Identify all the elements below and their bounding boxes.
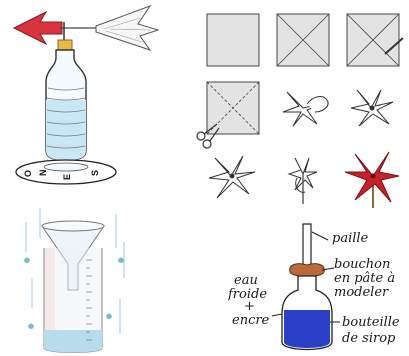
- compass-east: E: [62, 174, 72, 180]
- thermometer-illustration: paille bouchon en pâte à modeler eau fro…: [228, 218, 408, 356]
- step-6-folded: [351, 90, 393, 126]
- label-stopper-1: bouchon: [334, 257, 390, 272]
- weather-vane-illustration: O N E S: [0, 0, 160, 190]
- bottle-water: [46, 100, 86, 160]
- step-8-pinning: [289, 158, 317, 204]
- label-bottle-2: de sirop: [342, 331, 396, 346]
- label-bottle-1: bouteille: [342, 315, 400, 330]
- step-2-diagonals: [277, 14, 329, 66]
- pinwheel-steps-illustration: [195, 8, 405, 208]
- arrow-tail: [96, 6, 158, 50]
- step-5-folding-hand: [283, 92, 328, 126]
- step-9-red-pinwheel: [345, 152, 399, 208]
- step-4-cutting: [197, 82, 259, 148]
- bottle-cork: [58, 40, 72, 50]
- step-3-marking: [347, 14, 403, 66]
- thermometer-svg: paille bouchon en pâte à modeler eau fro…: [228, 218, 408, 356]
- compass-west: O: [23, 170, 33, 177]
- compass-south: S: [90, 170, 100, 176]
- arrow-head: [14, 12, 62, 44]
- step-1-square: [207, 14, 259, 66]
- label-stopper-2: en pâte à: [334, 271, 395, 286]
- compass-north: N: [38, 170, 48, 177]
- pinwheel-steps-svg: [195, 8, 405, 208]
- gauge-water: [44, 330, 102, 353]
- step-7-pinwheel-outline: [209, 156, 255, 198]
- weather-vane-svg: O N E S: [0, 0, 160, 190]
- label-straw: paille: [332, 231, 369, 246]
- label-water-4: encre: [232, 313, 270, 328]
- rain-gauge-svg: [20, 208, 130, 356]
- rain-gauge-illustration: [20, 208, 130, 356]
- ink-water: [284, 310, 330, 348]
- label-stopper-3: modeler: [334, 285, 389, 300]
- label-water-1: eau: [234, 273, 258, 288]
- stopper: [290, 264, 325, 277]
- label-water-3: +: [244, 299, 255, 314]
